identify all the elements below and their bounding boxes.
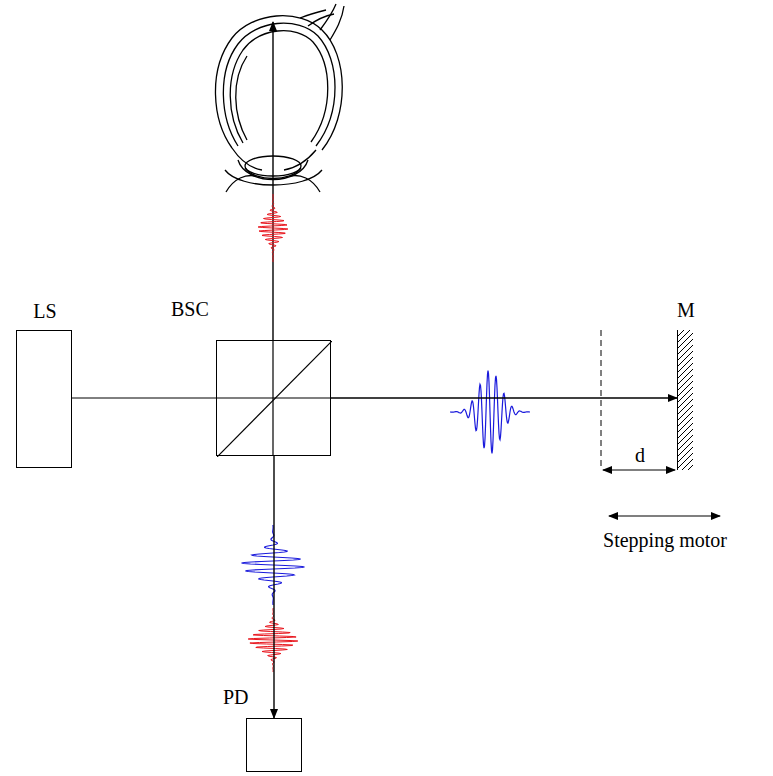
photodetector-box: PD: [246, 718, 302, 772]
beam-path: [331, 397, 677, 398]
motor-label: Stepping motor: [601, 530, 729, 550]
dimension-label: d: [633, 445, 647, 465]
splitter-diagonal: [217, 341, 332, 457]
wave-packet: [258, 194, 288, 262]
component-label: BSC: [171, 299, 209, 319]
reference-mirror: M: [677, 330, 692, 470]
component-label: M: [677, 300, 695, 320]
beam-splitter-cube: BSC: [216, 340, 331, 456]
wave-packet: [248, 608, 298, 672]
mirror-hatching: [678, 330, 693, 470]
light-source-box: LS: [16, 330, 72, 468]
wave-packet: [242, 525, 305, 605]
wave-packet: [450, 371, 530, 454]
component-label: PD: [223, 687, 249, 707]
beam-path: [273, 456, 274, 718]
component-label: LS: [33, 301, 56, 321]
beam-path: [72, 398, 216, 399]
eye-illustration: [215, 4, 344, 192]
